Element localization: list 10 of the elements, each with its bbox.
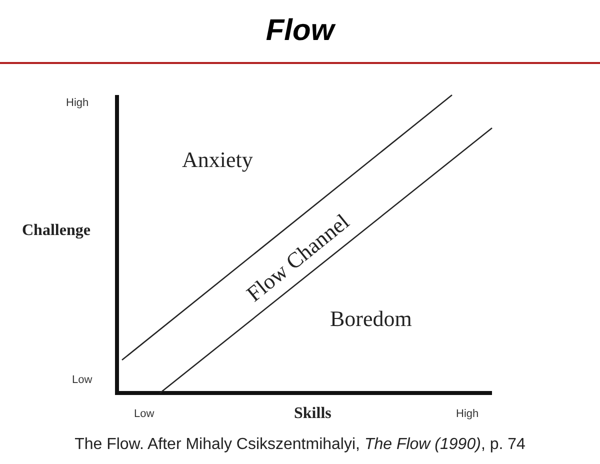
region-label: Boredom xyxy=(330,306,412,332)
region-label: Anxiety xyxy=(182,147,253,173)
axis-tick-label: Low xyxy=(134,408,154,420)
axis-title: Challenge xyxy=(22,222,90,240)
axis-tick-label: Low xyxy=(72,374,92,386)
axis-title: Skills xyxy=(294,405,332,423)
caption: The Flow. After Mihaly Csikszentmihalyi, The Flow (1990), p. 74 xyxy=(74,436,526,454)
axis-tick-label: High xyxy=(66,97,89,109)
title: Flow xyxy=(264,14,337,48)
axis-tick-label: High xyxy=(456,408,479,420)
